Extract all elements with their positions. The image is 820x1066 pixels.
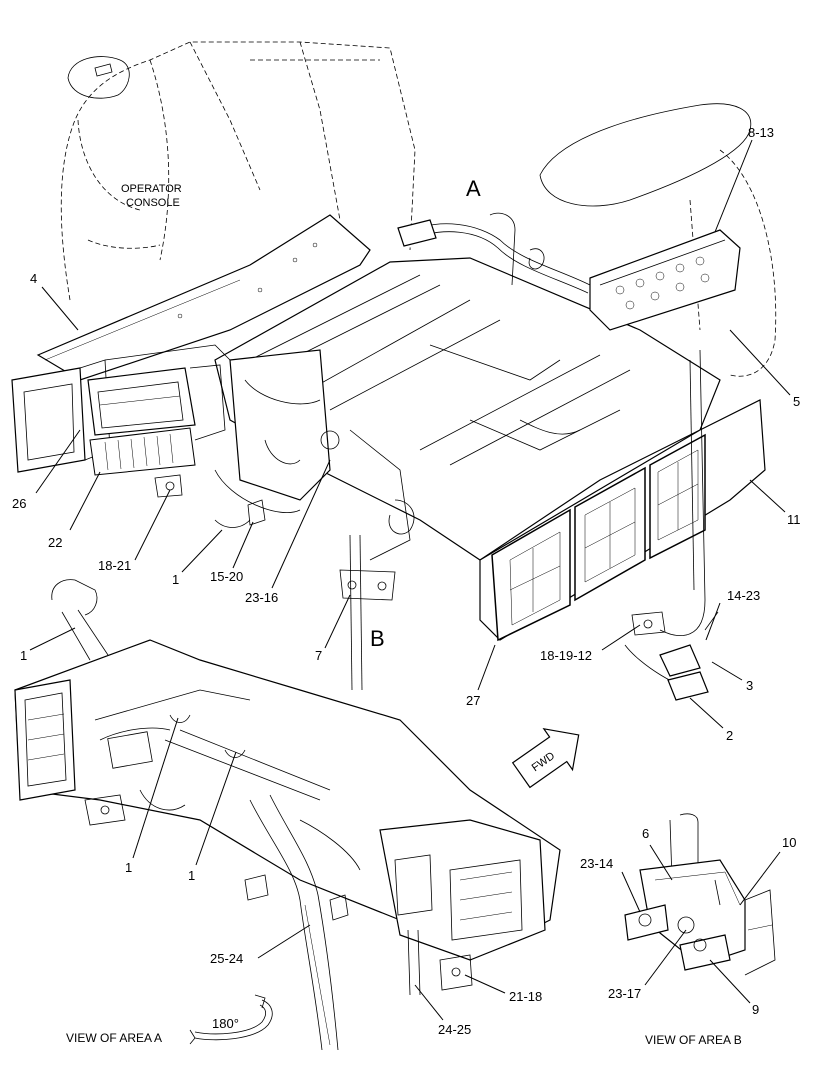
callout-18-21: 18-21 bbox=[98, 558, 131, 573]
callout-23-14: 23-14 bbox=[580, 856, 613, 871]
callout-3: 3 bbox=[746, 678, 753, 693]
callout-11: 11 bbox=[787, 512, 801, 527]
switch-panel-and-harness bbox=[339, 212, 741, 701]
area-b-marker: B bbox=[370, 626, 385, 651]
callout-27: 27 bbox=[466, 693, 480, 708]
callout-9: 9 bbox=[752, 1002, 759, 1017]
callout-14-23: 14-23 bbox=[727, 588, 760, 603]
callout-26: 26 bbox=[12, 496, 26, 511]
callout-1-upper: 1 bbox=[172, 572, 179, 587]
hvac-unit-upper bbox=[214, 257, 766, 642]
view-area-b-drawing bbox=[624, 813, 776, 976]
area-a-marker: A bbox=[466, 176, 481, 201]
rotation-label: 180° bbox=[212, 1016, 239, 1031]
callout-23-17: 23-17 bbox=[608, 986, 641, 1001]
callout-5: 5 bbox=[793, 394, 800, 409]
air-filter-panel bbox=[491, 433, 706, 642]
view-area-a-drawing bbox=[14, 579, 561, 1051]
callout-1-clamp-right: 1 bbox=[188, 868, 195, 883]
rotation-arrow bbox=[189, 994, 273, 1045]
callout-21-18: 21-18 bbox=[509, 989, 542, 1004]
callout-8-13: 8-13 bbox=[748, 125, 774, 140]
callout-1-clamp-left: 1 bbox=[125, 860, 132, 875]
view-area-a-caption: VIEW OF AREA A bbox=[66, 1031, 162, 1045]
callout-15-20: 15-20 bbox=[210, 569, 243, 584]
console-floor-plate bbox=[36, 214, 371, 381]
callout-22: 22 bbox=[48, 535, 62, 550]
operator-console-label-line1: OPERATOR bbox=[121, 183, 182, 195]
forward-direction-arrow: FWD bbox=[511, 727, 580, 789]
callout-18-19-12: 18-19-12 bbox=[540, 648, 592, 663]
callout-2: 2 bbox=[726, 728, 733, 743]
callout-6: 6 bbox=[642, 826, 649, 841]
callout-25-24: 25-24 bbox=[210, 951, 243, 966]
callout-4: 4 bbox=[30, 271, 37, 286]
callout-7: 7 bbox=[315, 648, 322, 663]
callout-10: 10 bbox=[782, 835, 796, 850]
view-area-b-caption: VIEW OF AREA B bbox=[645, 1033, 742, 1047]
leader-lines bbox=[29, 139, 791, 1021]
operator-console-label-line2: CONSOLE bbox=[126, 197, 180, 209]
callout-23-16: 23-16 bbox=[245, 590, 278, 605]
callout-24-25: 24-25 bbox=[438, 1022, 471, 1037]
callout-1-hose: 1 bbox=[20, 648, 27, 663]
louver-outlet-assembly bbox=[11, 344, 266, 528]
